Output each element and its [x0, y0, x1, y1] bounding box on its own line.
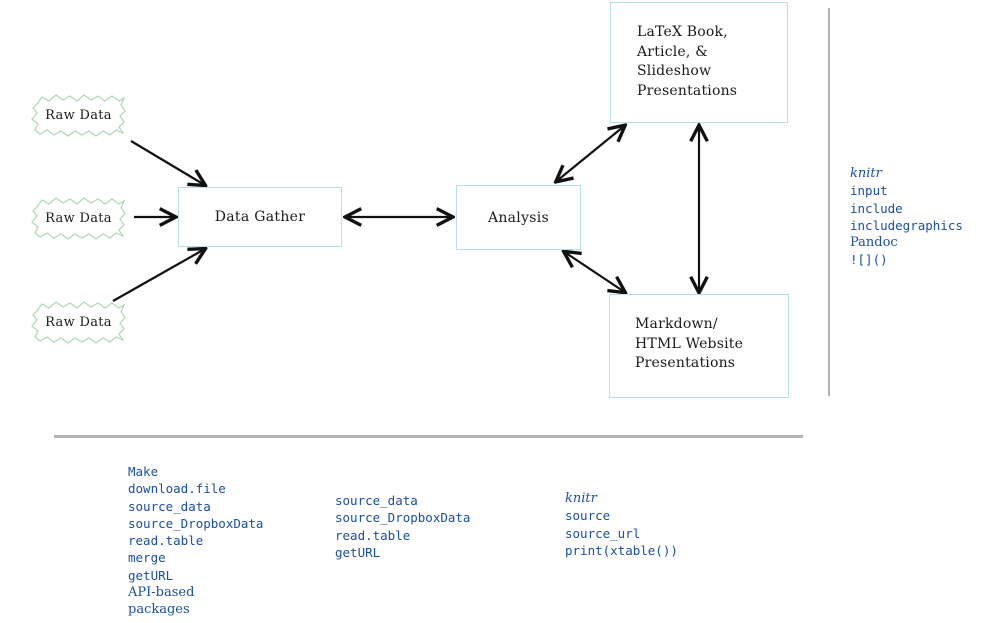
tool-item: source_DropboxData	[335, 510, 471, 526]
analysis-label: Analysis	[487, 209, 550, 226]
tool-item: ![]()	[850, 252, 888, 268]
tool-item: Make	[128, 464, 159, 479]
tool-item: source_data	[335, 493, 418, 508]
analysis-box: Analysis	[456, 185, 581, 250]
tool-item: read.table	[335, 527, 411, 543]
tool-item: Pandoc	[850, 235, 898, 251]
markdown-presentations-box: Markdown/ HTML Website Presentations	[609, 294, 789, 398]
arrow-analysis-markdown	[566, 253, 623, 291]
tool-item: input	[850, 183, 888, 199]
data-gather-label: Data Gather	[214, 209, 306, 225]
tool-item: include	[850, 200, 903, 216]
tool-item: source_DropboxData	[128, 515, 264, 531]
markdown-box-line-1: Markdown/	[635, 316, 718, 332]
right-tool-list: knitr input include includegraphics Pand…	[850, 165, 963, 269]
raw-data-label-3: Raw Data	[45, 314, 112, 330]
latex-presentations-box: LaTeX Book, Article, & Slideshow Present…	[610, 2, 788, 123]
bottom-tool-list-1: Make download.file source_data source_Dr…	[128, 463, 263, 619]
tool-item: read.table	[128, 533, 204, 549]
bottom-tool-list-2: source_data source_DropboxData read.tabl…	[335, 492, 470, 561]
markdown-box-line-2: HTML Website	[635, 335, 744, 352]
tool-item: source_url	[565, 525, 641, 541]
arrow-analysis-latex	[558, 127, 623, 180]
tool-item: source	[565, 508, 611, 524]
tool-item: download.file	[128, 481, 226, 497]
data-gather-box: Data Gather	[178, 187, 342, 247]
tool-item: getURL	[128, 567, 174, 583]
bottom-tool-list-3: knitr source source_url print(xtable())	[565, 490, 678, 559]
latex-box-line-3: Slideshow	[637, 63, 712, 79]
tool-item: includegraphics	[850, 217, 963, 233]
tool-item: getURL	[335, 544, 381, 560]
tool-item: knitr	[565, 491, 597, 506]
tool-item: API-based	[128, 585, 195, 601]
vertical-divider-line	[828, 8, 830, 396]
tool-item: packages	[128, 602, 190, 618]
latex-box-line-2: Article, &	[637, 43, 708, 60]
latex-box-line-1: LaTeX Book,	[637, 24, 728, 40]
tool-item: merge	[128, 550, 166, 566]
arrow-rawdata3-to-datagather	[112, 250, 203, 302]
tool-item: knitr	[850, 166, 882, 181]
raw-data-label-1: Raw Data	[45, 107, 112, 123]
tool-item: print(xtable())	[565, 542, 678, 558]
arrow-rawdata1-to-datagather	[130, 140, 203, 184]
latex-box-line-4: Presentations	[637, 82, 738, 99]
tool-item: source_data	[128, 498, 211, 514]
horizontal-divider-line	[54, 435, 803, 438]
raw-data-label-2: Raw Data	[45, 210, 112, 226]
markdown-box-line-3: Presentations	[635, 355, 736, 371]
